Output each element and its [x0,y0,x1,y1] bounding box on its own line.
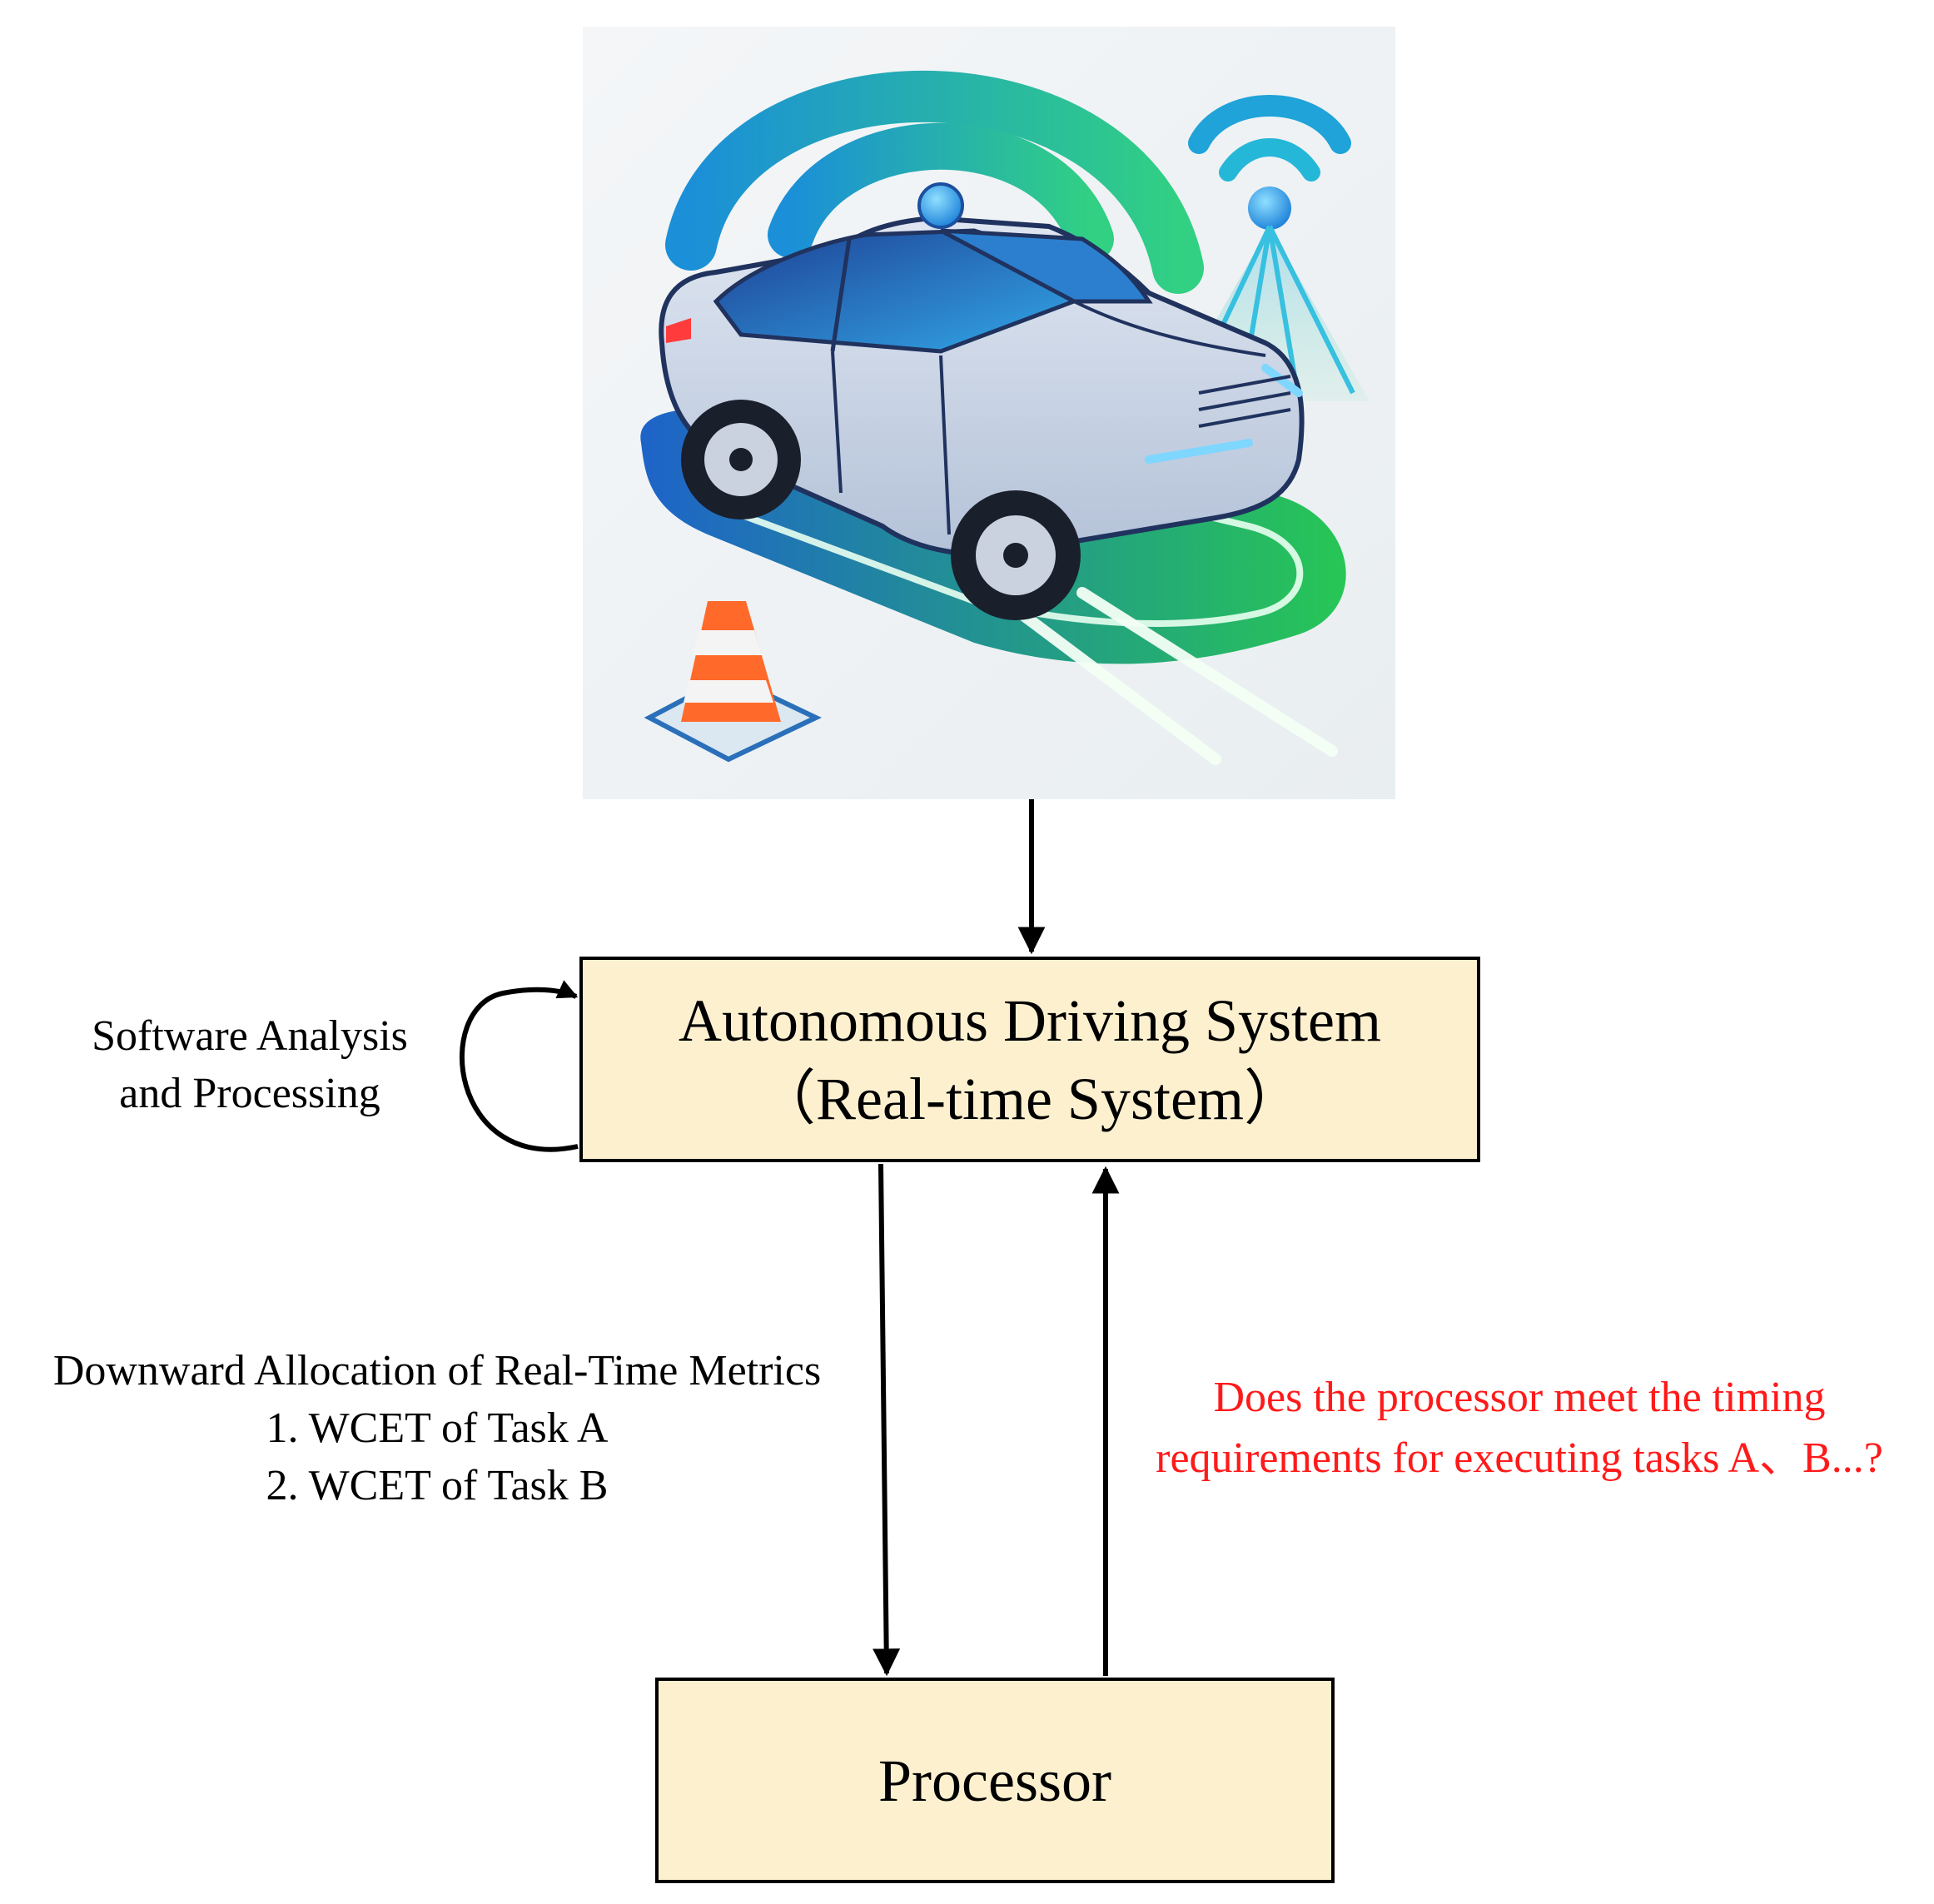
downward-allocation-label: Downward Allocation of Real-Time Metrics… [0,1342,874,1514]
self-loop-label: Software Analysis and Processing [50,1007,450,1122]
self-loop-label-line: Software Analysis [92,1012,408,1060]
light-trails [1010,587,1338,765]
processor-title: Processor [878,1747,1111,1814]
ads-title: Autonomous Driving System [678,987,1382,1054]
self-loop-arrow [460,980,579,1152]
question-label-line: Does the processor meet the timing [1213,1374,1826,1421]
self-loop-label-line: and Processing [119,1070,380,1117]
downward-label-line: Downward Allocation of Real-Time Metrics [52,1347,822,1394]
car-icon [659,182,1305,620]
wifi-signal-icon [665,71,1204,294]
ads-subtitle: （Real-time System） [756,1065,1304,1132]
downward-label-line: 2. WCET of Task B [266,1462,609,1509]
processor-box: Processor [655,1678,1335,1883]
question-label-line: requirements for executing tasks A、B...? [1156,1434,1883,1482]
autonomous-car-illustration [583,27,1395,799]
traffic-cone-icon [644,601,822,763]
timing-question-label: Does the processor meet the timing requi… [1107,1367,1932,1489]
arrow-ads-to-processor [873,1163,901,1677]
autonomous-driving-system-box: Autonomous Driving System （Real-time Sys… [579,957,1480,1162]
downward-label-line: 1. WCET of Task A [266,1404,609,1452]
